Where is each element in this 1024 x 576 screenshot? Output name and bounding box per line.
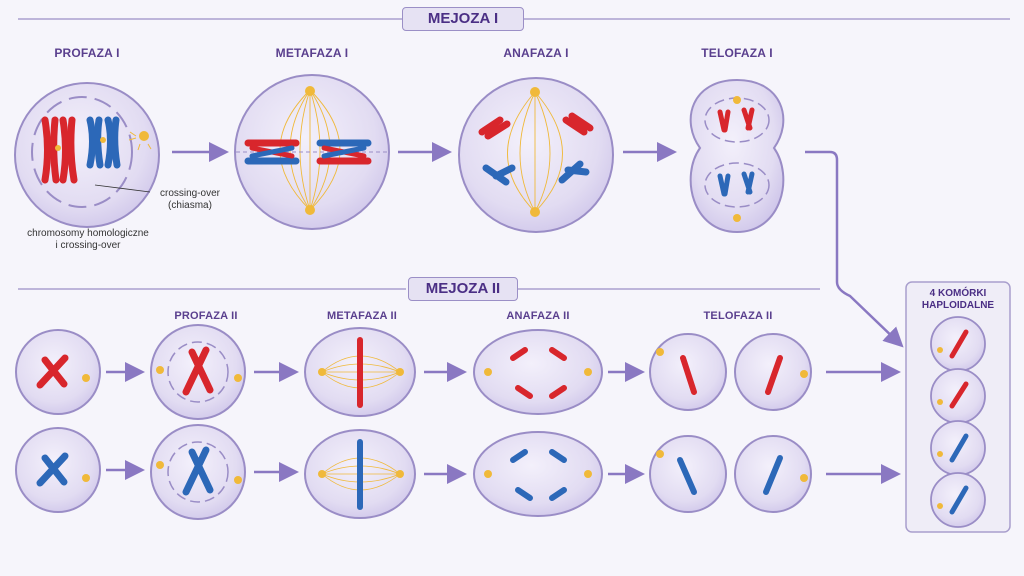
prophase1-caption-line2: i crossing-over (18, 240, 158, 252)
cell-m2-row2-prophase (151, 425, 245, 519)
meiosis2-banner: MEJOZA II (408, 277, 518, 301)
stage-label-metaphase-2: METAFAZA II (312, 310, 412, 322)
cell-metaphase-1 (235, 75, 389, 229)
crossing-over-annotation-line1: crossing-over (150, 188, 230, 200)
stage-label-anaphase-2: ANAFAZA II (488, 310, 588, 322)
cell-telophase-1 (691, 80, 784, 232)
arrow-connector (805, 152, 900, 344)
cell-anaphase-1 (459, 78, 613, 232)
cell-m2-row2-metaphase (305, 430, 415, 518)
meiosis1-banner: MEJOZA I (402, 7, 524, 31)
cell-m2-row1-telophase-a (650, 334, 726, 410)
stage-label-telophase-2: TELOFAZA II (688, 310, 788, 322)
haploid-cells-title-line2: HAPLOIDALNE (908, 300, 1008, 312)
cell-m2-row2-telophase-a (650, 436, 726, 512)
stage-label-prophase-1: PROFAZA I (37, 46, 137, 60)
cell-m2-row1-prophase (151, 325, 245, 419)
cell-m2-row2-anaphase (474, 432, 602, 516)
cell-m2-row1-anaphase (474, 330, 602, 414)
cell-m2-row1-prophase-start (16, 330, 100, 414)
crossing-over-annotation-line2: (chiasma) (150, 200, 230, 212)
cell-m2-row2-prophase-start (16, 428, 100, 512)
haploid-cells-title-line1: 4 KOMÓRKI (908, 288, 1008, 300)
prophase1-caption-line1: chromosomy homologiczne (18, 228, 158, 240)
cell-m2-row1-telophase-b (735, 334, 811, 410)
stage-label-telophase-1: TELOFAZA I (687, 46, 787, 60)
haploid-cells-title: 4 KOMÓRKI HAPLOIDALNE (908, 288, 1008, 312)
stage-label-anaphase-1: ANAFAZA I (486, 46, 586, 60)
crossing-over-annotation: crossing-over (chiasma) (150, 188, 230, 212)
cell-m2-row1-metaphase (305, 328, 415, 416)
stage-label-metaphase-1: METAFAZA I (262, 46, 362, 60)
stage-label-prophase-2: PROFAZA II (156, 310, 256, 322)
cell-prophase-1 (15, 83, 159, 227)
haploid-cells-panel (906, 282, 1010, 532)
prophase1-caption: chromosomy homologiczne i crossing-over (18, 228, 158, 252)
cell-m2-row2-telophase-b (735, 436, 811, 512)
